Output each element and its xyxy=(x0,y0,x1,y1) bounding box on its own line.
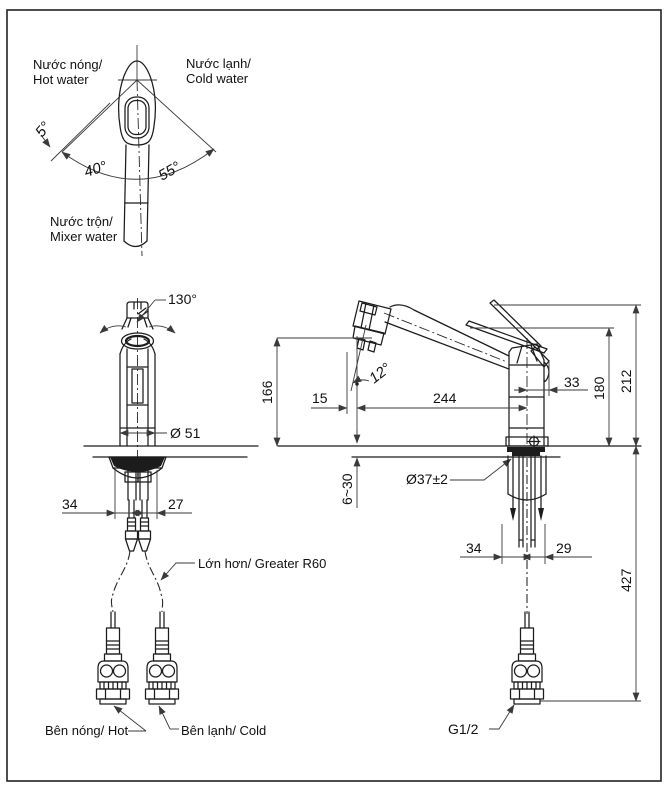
angle-5-value: 5° xyxy=(32,119,54,141)
angle-55-value: 55° xyxy=(156,158,184,184)
mixer-water-label-vi: Nước trộn/ xyxy=(50,214,113,229)
cold-side-label: Bên lạnh/ Cold xyxy=(181,723,266,738)
cold-limit-line xyxy=(136,79,217,153)
swivel-angle-value: 130° xyxy=(168,291,197,307)
spout-angle-arc xyxy=(352,375,370,384)
angle-5-arrow xyxy=(40,134,51,148)
handle-overhang-value: 33 xyxy=(564,374,580,390)
hot-limit-line xyxy=(61,79,138,153)
hole-diameter-value: Ø37±2 xyxy=(406,471,448,487)
hot-hose-curve xyxy=(110,550,131,613)
install-depth-value: 427 xyxy=(618,568,634,592)
mixer-handle-knob xyxy=(117,60,157,248)
swivel-arrow-left xyxy=(99,325,127,334)
side-offset-right-value: 29 xyxy=(556,540,572,556)
side-view: 166 12° 15 244 33 180 212 xyxy=(259,299,642,737)
swivel-angle-leader xyxy=(136,299,156,323)
hole-diameter-leader xyxy=(450,458,512,481)
side-offset-left-value: 34 xyxy=(466,540,482,556)
spout-reach-value: 244 xyxy=(433,390,457,406)
spout-height-value: 166 xyxy=(259,380,275,404)
handle-rotation-view: Nước nóng/ Hot water Nước lạnh/ Cold wat… xyxy=(32,45,251,257)
g12-connector xyxy=(509,611,545,705)
side-spout xyxy=(352,300,510,370)
hot-hose-connector xyxy=(95,611,131,705)
deck-thickness-value: 6~30 xyxy=(339,473,355,505)
cold-water-label-vi: Nước lạnh/ xyxy=(186,56,251,71)
front-offset-left-value: 34 xyxy=(62,496,78,512)
thread-label: G1/2 xyxy=(448,721,479,737)
base-diameter-value: Ø 51 xyxy=(170,425,201,441)
bend-radius-leader xyxy=(160,562,195,581)
side-mounting-hardware xyxy=(507,447,547,548)
cold-hose-curve xyxy=(144,550,164,613)
side-handle-lever xyxy=(465,299,550,368)
angle-40-value: 40° xyxy=(82,158,109,181)
thread-leader xyxy=(489,704,515,730)
cold-leader xyxy=(158,705,171,730)
bend-radius-label: Lớn hơn/ Greater R60 xyxy=(198,556,326,571)
cold-hose-connector xyxy=(144,611,180,705)
hot-leader xyxy=(113,705,147,732)
spout-angle-value: 12° xyxy=(366,360,394,387)
mixer-water-label-en: Mixer water xyxy=(50,229,118,244)
front-mounting-hardware xyxy=(108,456,167,552)
total-height-value: 212 xyxy=(618,369,634,393)
hot-side-label: Bên nóng/ Hot xyxy=(45,723,129,738)
front-view: 130° Ø 51 xyxy=(45,291,326,738)
cold-water-label-en: Cold water xyxy=(186,71,249,86)
hot-extra-limit-line xyxy=(50,102,111,162)
drawing-border xyxy=(6,9,662,782)
rotation-arc xyxy=(61,148,215,180)
swivel-arrow-right xyxy=(148,325,176,334)
hot-water-label-en: Hot water xyxy=(33,72,89,87)
hot-water-label-vi: Nước nóng/ xyxy=(33,57,103,72)
handle-height-value: 180 xyxy=(591,376,607,400)
front-offset-right-value: 27 xyxy=(168,496,184,512)
spout-tip-offset-value: 15 xyxy=(312,390,328,406)
